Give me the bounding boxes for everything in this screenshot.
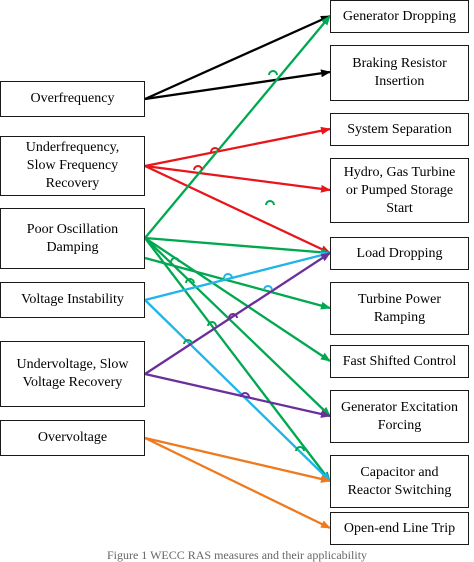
crossover-hop bbox=[170, 257, 180, 263]
connector-poor-oscillation-to-cap-reactor bbox=[144, 237, 331, 482]
crossover-hop bbox=[207, 321, 217, 327]
connector-overfrequency-to-generator-dropping bbox=[144, 14, 331, 101]
action-system-separation-box: System Separation bbox=[330, 113, 469, 146]
connector-underfrequency-to-load-dropping bbox=[144, 164, 331, 255]
cause-overvoltage-box: Overvoltage bbox=[0, 420, 145, 456]
action-open-end-trip-box: Open-end Line Trip bbox=[330, 512, 469, 545]
figure-caption: Figure 1 WECC RAS measures and their app… bbox=[106, 548, 368, 562]
connector-poor-oscillation-to-excitation-forcing bbox=[144, 237, 331, 417]
connector-overfrequency-to-braking-resistor bbox=[144, 69, 331, 101]
connector-layer bbox=[144, 14, 331, 530]
connector-underfrequency-to-system-separation bbox=[144, 126, 331, 168]
action-turbine-ramping-box: Turbine Power Ramping bbox=[330, 282, 469, 335]
cause-overfrequency-box: Overfrequency bbox=[0, 81, 145, 117]
crossover-hop bbox=[265, 200, 275, 206]
action-fast-shifted-box: Fast Shifted Control bbox=[330, 345, 469, 378]
cause-undervoltage-box: Undervoltage, Slow Voltage Recovery bbox=[0, 341, 145, 407]
crossover-hop bbox=[183, 339, 193, 345]
connector-voltage-instability-to-cap-reactor bbox=[144, 299, 331, 482]
cause-voltage-instability-box: Voltage Instability bbox=[0, 282, 145, 318]
crossover-hop bbox=[223, 273, 233, 279]
crossover-hop bbox=[240, 392, 250, 398]
action-generator-dropping-box: Generator Dropping bbox=[330, 0, 469, 33]
connector-undervoltage-to-load-dropping bbox=[144, 252, 331, 375]
crossover-hop bbox=[228, 313, 238, 319]
action-excitation-forcing-box: Generator Excitation Forcing bbox=[330, 390, 469, 443]
cause-underfrequency-box: Underfrequency, Slow Frequency Recovery bbox=[0, 136, 145, 196]
connector-underfrequency-to-hydro-gas-start bbox=[144, 164, 331, 193]
connector-undervoltage-to-excitation-forcing bbox=[144, 372, 331, 418]
connector-overvoltage-to-open-end-trip bbox=[144, 436, 331, 530]
action-load-dropping-box: Load Dropping bbox=[330, 237, 469, 270]
cause-poor-oscillation-box: Poor Oscillation Damping bbox=[0, 208, 145, 269]
crossover-hop bbox=[193, 165, 203, 171]
crossover-hop bbox=[185, 278, 195, 284]
action-braking-resistor-box: Braking Resistor Insertion bbox=[330, 45, 469, 101]
crossover-hop bbox=[263, 285, 273, 291]
connector-poor-oscillation-to-turbine-ramping bbox=[144, 256, 331, 310]
connector-poor-oscillation-to-generator-dropping bbox=[144, 15, 331, 239]
crossover-hop bbox=[268, 70, 278, 76]
connector-overvoltage-to-cap-reactor bbox=[144, 436, 331, 483]
crossover-hop bbox=[210, 147, 220, 153]
connector-voltage-instability-to-load-dropping bbox=[144, 251, 331, 302]
crossover-hop bbox=[295, 446, 305, 452]
action-cap-reactor-box: Capacitor and Reactor Switching bbox=[330, 455, 469, 508]
action-hydro-gas-start-box: Hydro, Gas Turbine or Pumped Storage Sta… bbox=[330, 158, 469, 223]
connector-poor-oscillation-to-load-dropping bbox=[144, 236, 331, 257]
